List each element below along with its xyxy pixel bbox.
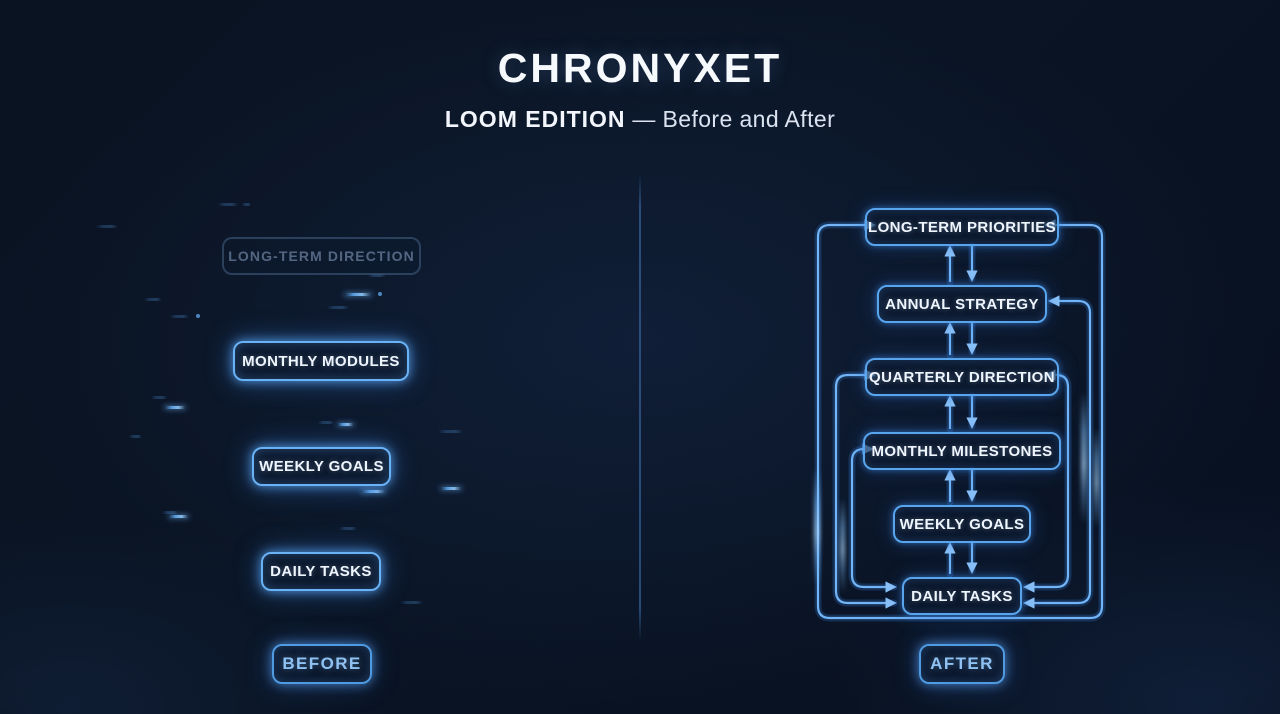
glitch-streak	[162, 511, 178, 514]
glitch-streak	[327, 306, 349, 309]
node-label: LONG-TERM DIRECTION	[228, 248, 415, 264]
glitch-streak	[168, 515, 189, 518]
glitch-streak	[438, 430, 463, 433]
subtitle-tagline: — Before and After	[625, 106, 836, 132]
glitch-dot	[196, 314, 200, 318]
page-title: CHRONYXET	[497, 45, 783, 91]
subtitle-edition: LOOM EDITION	[444, 106, 626, 132]
glitch-streak	[164, 406, 186, 409]
glitch-streak	[242, 203, 251, 206]
light-streak	[1094, 428, 1099, 528]
after-flow-connectors	[814, 219, 1106, 622]
glitch-streak	[361, 490, 386, 493]
glitch-streak	[344, 293, 372, 296]
flow-node-long-term-direction: LONG-TERM DIRECTION	[222, 237, 421, 275]
badge-label: AFTER	[930, 654, 994, 673]
glitch-streak	[170, 315, 189, 318]
page-subtitle: LOOM EDITION — Before and After	[0, 106, 1280, 133]
flow-node-monthly-modules: MONTHLY MODULES	[233, 341, 409, 381]
glitch-streak	[218, 203, 238, 206]
before-badge: BEFORE	[272, 644, 372, 684]
flow-node-annual-strategy: ANNUAL STRATEGY	[877, 285, 1047, 323]
node-label: ANNUAL STRATEGY	[885, 295, 1039, 313]
light-streak	[1081, 392, 1087, 524]
flow-node-weekly-goals-after: WEEKLY GOALS	[893, 505, 1031, 543]
flow-node-long-term-priorities: LONG-TERM PRIORITIES	[865, 208, 1059, 246]
flow-node-weekly-goals-before: WEEKLY GOALS	[252, 447, 391, 486]
node-label: MONTHLY MODULES	[242, 352, 400, 370]
glitch-streak	[144, 298, 162, 301]
loop-right-quarterly	[1023, 369, 1070, 593]
node-label: DAILY TASKS	[270, 563, 372, 580]
header: CHRONYXET LOOM EDITION — Before and Afte…	[0, 0, 1280, 133]
glitch-streak	[440, 487, 462, 490]
node-label: QUARTERLY DIRECTION	[869, 368, 1055, 386]
flow-node-monthly-milestones: MONTHLY MILESTONES	[863, 432, 1061, 470]
panel-divider	[639, 173, 641, 641]
light-streak	[840, 498, 845, 593]
loop-outer	[816, 219, 1104, 620]
glitch-streak	[129, 435, 142, 438]
glitch-streak	[337, 423, 354, 426]
flow-node-daily-tasks-before: DAILY TASKS	[261, 552, 381, 591]
flow-node-quarterly-direction: QUARTERLY DIRECTION	[865, 358, 1059, 396]
badge-label: BEFORE	[282, 654, 362, 673]
glitch-streak	[368, 274, 386, 277]
after-badge: AFTER	[919, 644, 1005, 684]
light-streak	[814, 468, 820, 586]
glitch-streak	[96, 225, 118, 228]
node-label: LONG-TERM PRIORITIES	[868, 218, 1056, 236]
glitch-dot	[378, 292, 382, 296]
glitch-streak	[318, 421, 334, 424]
loop-left-quarterly	[834, 369, 897, 609]
loop-left-monthly	[850, 443, 897, 593]
glitch-streak	[151, 396, 167, 399]
node-label: MONTHLY MILESTONES	[871, 442, 1053, 460]
loop-right-annual	[1023, 295, 1092, 609]
node-label: DAILY TASKS	[911, 587, 1013, 605]
glitch-streak	[339, 527, 357, 530]
node-label: WEEKLY GOALS	[259, 458, 384, 475]
flow-node-daily-tasks-after: DAILY TASKS	[902, 577, 1022, 615]
glitch-streak	[400, 601, 423, 604]
node-label: WEEKLY GOALS	[899, 515, 1025, 533]
